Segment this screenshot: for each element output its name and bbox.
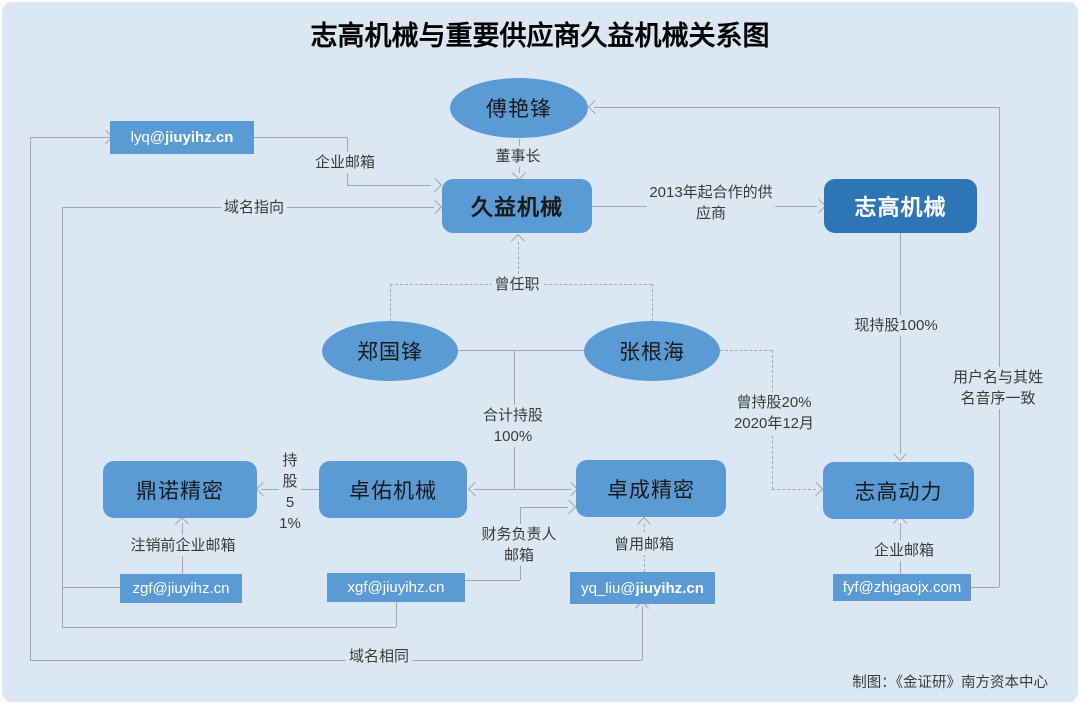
edge-total-holding-seg2 (474, 489, 571, 490)
node-dingnuo-precision: 鼎诺精密 (103, 461, 257, 518)
label-total-holding: 合计持股 100% (479, 405, 547, 447)
edge-domain-points-seg1 (396, 602, 397, 627)
email-xgf: xgf@jiuyihz.cn (327, 573, 465, 602)
label-corp-email-right: 企业邮箱 (870, 540, 938, 561)
edge-cfo-email-seg1 (465, 580, 520, 581)
label-chairman: 董事长 (492, 146, 544, 167)
edge-domain-points-seg3 (62, 207, 63, 627)
arrow-former-email-into-zhuocheng (636, 516, 652, 532)
edge-corp-email-left-seg3 (347, 185, 431, 186)
label-corp-email-left: 企业邮箱 (311, 152, 379, 173)
label-same-domain: 域名相同 (345, 646, 413, 667)
arrow-username-into-fu (587, 99, 603, 115)
label-former-email: 曾用邮箱 (610, 534, 678, 555)
arrow-zgf-into-dingnuo (174, 516, 190, 532)
edge-current-holding-seg (900, 233, 901, 454)
label-username-match: 用户名与其姓 名音序一致 (949, 367, 1047, 409)
label-supplier: 2013年起合作的供 应商 (646, 182, 776, 224)
node-zhuoyou-machinery: 卓佑机械 (319, 461, 467, 518)
label-holding-51: 持股51% (279, 450, 301, 534)
edge-former-holding-seg1 (720, 350, 772, 351)
edge-same-domain-seg-left (30, 137, 31, 660)
arrow-into-dingnuo (255, 481, 271, 497)
email-zgf: zgf@jiuyihz.cn (120, 574, 242, 603)
edge-username-seg1 (967, 587, 999, 588)
edge-domain-points-seg2 (62, 627, 396, 628)
edge-corp-email-left-seg1 (254, 137, 347, 138)
email-yq-liu: yq_liu@jiuyihz.cn (570, 572, 715, 604)
edge-same-domain-seg-bottom (30, 660, 642, 661)
label-former-holding: 曾持股20% 2020年12月 (730, 392, 818, 434)
arrow-domain-into-jiuyi (427, 199, 443, 215)
email-fyf: fyf@zhigaojx.com (833, 574, 971, 601)
edge-domain-points-zgf-stub (62, 587, 120, 588)
arrow-former-holding-into-power (808, 481, 824, 497)
arrow-chairman-into-jiuyi (511, 165, 527, 181)
label-former-employment: 曾任职 (491, 274, 543, 295)
label-cfo-email: 财务负责人 邮箱 (478, 524, 560, 566)
edge-username-seg3 (594, 107, 999, 108)
edge-cfo-email-seg3 (520, 507, 568, 508)
edge-former-employment-seg1 (518, 242, 519, 274)
edge-same-domain-seg-up (642, 606, 643, 660)
node-zheng-guofeng: 郑国锋 (322, 321, 458, 381)
edge-username-seg2 (999, 107, 1000, 587)
node-fu-yanfeng: 傅艳锋 (450, 78, 588, 138)
node-zhigao-power: 志高动力 (823, 462, 974, 519)
edge-former-employment-seg4 (652, 284, 653, 321)
label-current-holding: 现持股100% (851, 315, 941, 336)
arrow-cfo-into-zhuocheng (561, 499, 577, 515)
edge-persons-connector (458, 350, 584, 351)
arrow-into-zhuoyou (467, 481, 483, 497)
node-zhang-genhai: 张根海 (584, 321, 720, 381)
node-jiuyi-machinery: 久益机械 (442, 179, 592, 233)
label-pre-cancel-email: 注销前企业邮箱 (127, 535, 239, 556)
node-zhuocheng-precision: 卓成精密 (576, 460, 726, 517)
label-domain-points-to: 域名指向 (220, 197, 288, 218)
edge-former-employment-seg3 (390, 284, 391, 321)
credit-text: 制图：《金证研》南方资本中心 (852, 675, 1048, 691)
arrow-holding-into-power (892, 446, 908, 462)
arrow-email-into-jiuyi (427, 177, 443, 193)
diagram-title: 志高机械与重要供应商久益机械关系图 (310, 21, 770, 51)
arrow-employment-into-jiuyi (510, 233, 526, 249)
edge-former-holding-seg3 (772, 489, 816, 490)
edge-same-domain-seg-top (30, 137, 110, 138)
node-zhigao-machinery: 志高机械 (824, 179, 977, 233)
email-lyq: lyq@jiuyihz.cn (110, 121, 254, 154)
